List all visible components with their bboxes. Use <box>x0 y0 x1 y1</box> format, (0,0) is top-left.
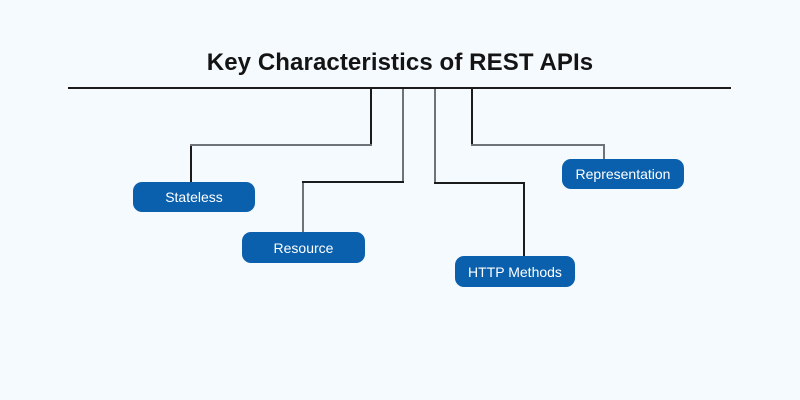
node-resource-label: Resource <box>273 239 334 256</box>
connector-elbow-stateless-horizontal <box>190 144 372 146</box>
title-underline-rule <box>68 87 731 89</box>
diagram-title: Key Characteristics of REST APIs <box>206 49 594 76</box>
node-resource: Resource <box>242 232 365 263</box>
connector-elbow-representation-horizontal <box>471 144 605 146</box>
connector-elbow-stateless-vertical <box>190 146 192 182</box>
node-stateless: Stateless <box>133 182 255 212</box>
node-representation-label: Representation <box>575 166 671 182</box>
connector-elbow-resource-horizontal <box>302 181 404 183</box>
connector-stem-http-methods <box>434 89 436 184</box>
connector-stem-resource <box>402 89 404 183</box>
connector-stem-representation <box>471 89 473 145</box>
connector-stem-stateless <box>370 89 372 145</box>
node-stateless-label: Stateless <box>165 189 223 205</box>
node-http-methods-label: HTTP Methods <box>468 263 562 280</box>
connector-elbow-resource-vertical <box>302 183 304 232</box>
connector-elbow-http-methods-horizontal <box>434 182 525 184</box>
node-http-methods: HTTP Methods <box>455 256 575 287</box>
connector-elbow-representation-vertical <box>603 146 605 159</box>
node-representation: Representation <box>562 159 684 189</box>
connector-elbow-http-methods-vertical <box>523 184 525 256</box>
